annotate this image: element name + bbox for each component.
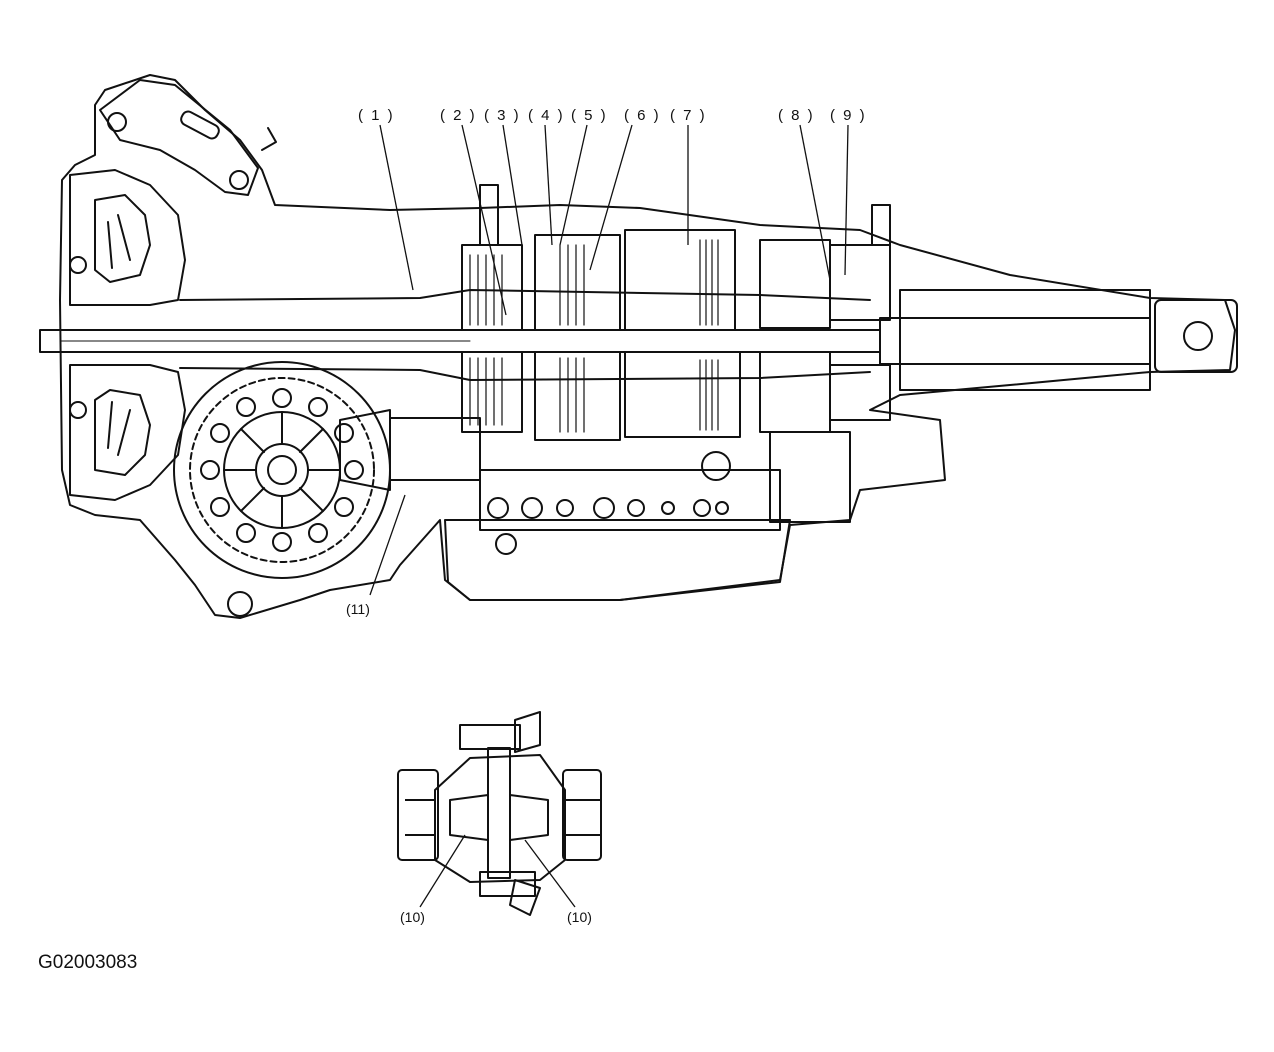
torque-converter [69,169,186,306]
clutch-plates [469,239,719,433]
converter-impeller-bottom [94,389,151,476]
converter-blade-bottom [107,401,131,456]
torque-converter-lower [69,364,186,501]
callout-10-left: (10) [400,909,425,925]
bracket-slot [180,110,220,140]
callout-9: ( 9 ) [830,107,867,124]
control-valve-body [479,469,781,531]
differential-bottom-gear [509,879,541,916]
rear-carrier-lower [759,351,831,433]
bracket-hook [261,127,277,151]
differential-side-axle-left [397,769,439,861]
ring-gear-bolt-holes [200,388,364,552]
side-gear-right [509,794,549,841]
top-bolt [479,184,499,246]
front-clutch-pack [461,244,523,331]
callout-5: ( 5 ) [571,107,608,124]
callout-4: ( 4 ) [528,107,565,124]
top-bolt [871,204,891,246]
pinion-gear [339,409,391,491]
front-clutch-pack-lower [461,351,523,433]
front-differential-ring-gear [173,361,391,579]
callout-10-right: (10) [567,909,592,925]
converter-blade-top [107,214,131,269]
pinion-mate-shaft [487,747,511,879]
rear-clutch-pack-lower [624,351,741,438]
bracket-bolt-hole [107,112,127,132]
converter-impeller-top [94,194,151,283]
leader-lines [369,124,849,908]
extension-housing [899,289,1151,391]
drain-plug [227,591,253,617]
valve-body-bores [487,497,729,555]
differential-case [434,754,566,883]
callout-2: ( 2 ) [440,107,477,124]
differential-top-gear [514,711,541,753]
differential-top-flange [459,724,521,750]
rear-carrier [759,239,831,329]
oil-pan [444,519,791,601]
figure-id-label: G02003083 [38,952,138,973]
oil-strainer [701,451,731,481]
planetary-gear-set [534,234,621,331]
callout-labels: ( 1 ) ( 2 ) ( 3 ) ( 4 ) ( 5 ) ( 6 ) ( 7 … [346,107,867,925]
output-flange [1154,299,1238,373]
differential-bottom-flange [479,871,536,897]
planetary-gear-set-lower [534,351,621,441]
case-inner-upper [179,289,871,301]
mounting-bracket [99,79,259,196]
transfer-clutch [829,244,891,321]
converter-hub-bottom [69,401,87,419]
ring-gear-spokes [223,411,341,529]
rear-clutch-pack [624,229,736,331]
callout-11: (11) [346,601,370,617]
valve-body-lower [769,431,851,523]
callout-7: ( 7 ) [670,107,707,124]
callout-8: ( 8 ) [778,107,815,124]
transfer-clutch-lower [829,364,891,421]
ring-gear-bore [267,455,297,485]
converter-hub-top [69,256,87,274]
output-flange-bore [1183,321,1213,351]
differential-side-axle-right [562,769,602,861]
callout-6: ( 6 ) [624,107,661,124]
bracket-bolt-hole [229,170,249,190]
output-shaft [879,317,1151,365]
callout-1: ( 1 ) [358,107,395,124]
housing-outline [59,74,1236,619]
side-gear-left [449,794,489,841]
drive-pinion-shaft [389,417,481,481]
front-differential-inset [397,711,602,916]
callout-3: ( 3 ) [484,107,521,124]
ring-gear-inner [189,377,375,563]
